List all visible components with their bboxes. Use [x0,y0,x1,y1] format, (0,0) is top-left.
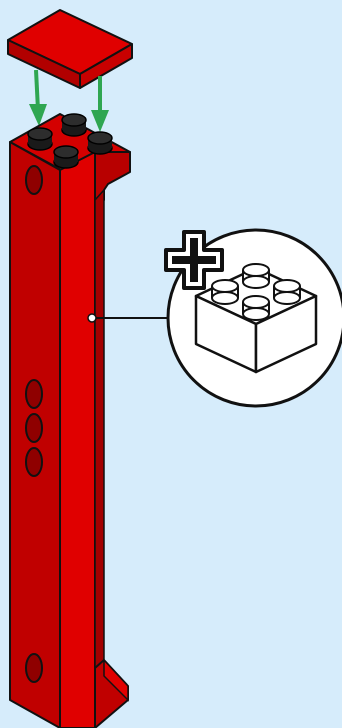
red-tile-2x2 [8,10,132,88]
arrow-down-icon [29,70,47,126]
stud-icon [62,114,86,136]
stud-icon [54,146,78,168]
red-column-brick [10,114,130,728]
stud-icon [28,128,52,150]
callout-bubble [166,230,342,406]
arrow-down-icon [91,76,109,132]
stud-icon [88,132,112,154]
